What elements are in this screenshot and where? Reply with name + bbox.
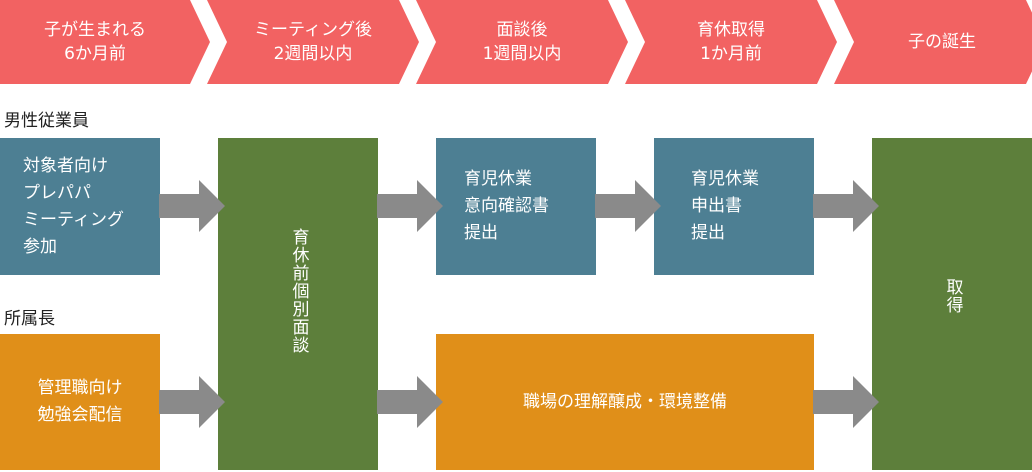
- timeline-step-3: [416, 0, 628, 84]
- workplace-understanding-text: 職場の理解醸成・環境整備: [523, 391, 727, 412]
- acquire-text: 取得: [942, 278, 963, 314]
- manager-training-text: 管理職向け 勉強会配信: [37, 378, 123, 425]
- manager-training-box: 管理職向け 勉強会配信: [0, 334, 160, 470]
- application-form-text: 育児休業 申出書 提出: [691, 169, 759, 243]
- timeline-step-4: [625, 0, 837, 84]
- employee-meeting-box: 対象者向け プレパパ ミーティング 参加: [0, 138, 160, 275]
- application-form-box: 育児休業 申出書 提出: [654, 138, 814, 275]
- timeline-step-3-label: 面談後 1週間以内: [482, 20, 562, 64]
- pre-leave-interview-box: 育休前個別面談: [218, 138, 378, 470]
- intention-form-text: 育児休業 意向確認書 提出: [464, 169, 549, 243]
- timeline-step-5: [834, 0, 1032, 84]
- role-employee-label: 男性従業員: [4, 111, 89, 131]
- arrow-interview-to-intention: [377, 180, 443, 232]
- timeline-step-2: [207, 0, 419, 84]
- arrow-application-to-acquire: [813, 180, 879, 232]
- acquire-box: 取得: [872, 138, 1032, 470]
- timeline-step-1: [0, 0, 210, 84]
- arrow-workplace-to-acquire: [813, 376, 879, 428]
- timeline-step-4-label: 育休取得 1か月前: [697, 20, 765, 64]
- arrow-interview-to-workplace: [377, 376, 443, 428]
- arrow-meeting-to-interview: [159, 180, 225, 232]
- employee-meeting-text: 対象者向け プレパパ ミーティング 参加: [23, 155, 124, 257]
- intention-form-box: 育児休業 意向確認書 提出: [436, 138, 596, 275]
- arrow-intention-to-application: [595, 180, 661, 232]
- timeline-step-2-label: ミーティング後 2週間以内: [254, 20, 372, 64]
- timeline-step-1-label: 子が生まれる 6か月前: [44, 20, 146, 64]
- role-manager-label: 所属長: [4, 309, 55, 329]
- timeline-step-5-label: 子の誕生: [908, 32, 976, 52]
- workplace-understanding-box: 職場の理解醸成・環境整備: [436, 334, 814, 470]
- pre-leave-interview-text: 育休前個別面談: [288, 228, 309, 354]
- arrow-training-to-interview: [159, 376, 225, 428]
